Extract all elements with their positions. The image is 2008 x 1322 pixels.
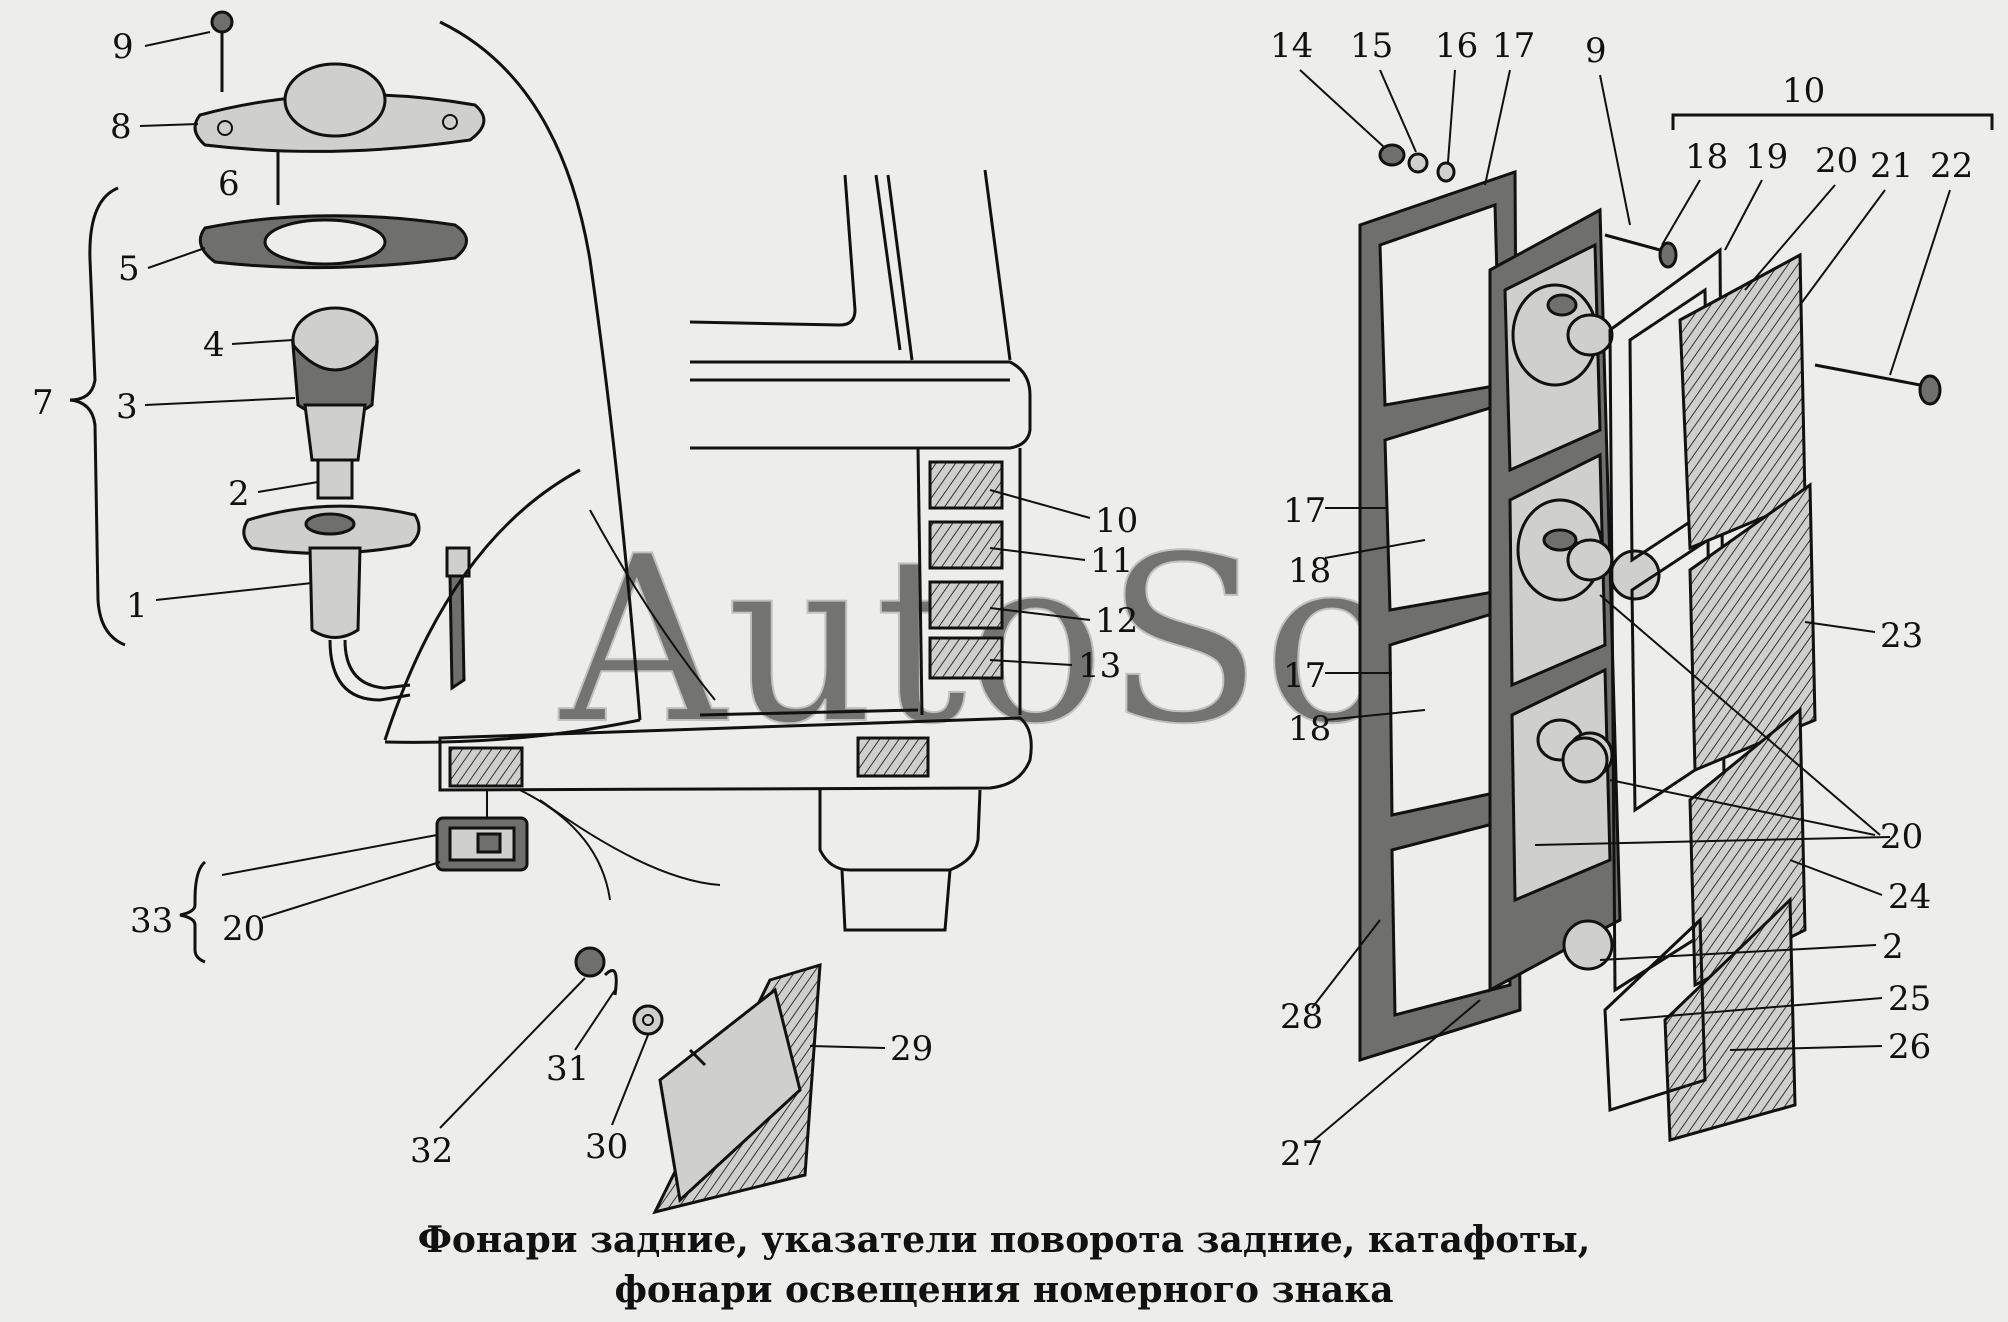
callout-16: 16 [1435,26,1478,66]
callout-14: 14 [1270,26,1313,66]
callout-20-left: 20 [222,909,265,949]
callout-6: 6 [218,164,240,204]
callout-4: 4 [203,325,225,365]
callout-17-mid: 17 [1283,491,1326,531]
callout-15: 15 [1350,26,1393,66]
callout-5: 5 [118,249,140,289]
callout-25: 25 [1888,979,1931,1019]
rear-side-lamp-detail [179,790,529,964]
callout-9-left: 9 [112,27,134,67]
callout-1: 1 [126,586,148,626]
callout-10-right: 10 [1782,71,1825,111]
callout-29: 29 [890,1029,933,1069]
caption-line-2: фонари освещения номерного знака [614,1269,1393,1311]
callout-31: 31 [546,1049,589,1089]
callout-20-top: 20 [1815,141,1858,181]
callout-22: 22 [1930,146,1973,186]
callout-26: 26 [1888,1027,1931,1067]
callout-18-low: 18 [1288,709,1331,749]
caption-line-1: Фонари задние, указатели поворота задние… [418,1219,1590,1261]
reflector-29-assembly [574,946,822,1215]
callout-33: 33 [130,901,173,941]
callout-13: 13 [1078,646,1121,686]
callout-17-top: 17 [1492,26,1535,66]
callout-21: 21 [1870,146,1913,186]
callout-30: 30 [585,1127,628,1167]
callout-18-mid: 18 [1288,551,1331,591]
callout-20-right: 20 [1880,817,1923,857]
callout-32: 32 [410,1131,453,1171]
callout-19: 19 [1745,137,1788,177]
callout-9-right: 9 [1585,31,1607,71]
callouts-right: 14 15 16 17 9 10 18 19 20 21 22 17 18 23… [1270,26,1973,1174]
callout-27: 27 [1280,1134,1323,1174]
callout-11: 11 [1090,541,1133,581]
callout-23: 23 [1880,616,1923,656]
callout-18-top: 18 [1685,137,1728,177]
callout-10-center: 10 [1095,501,1138,541]
callout-2-left: 2 [228,474,250,514]
callout-2-right: 2 [1882,927,1904,967]
callouts-center: 10 11 12 13 29 31 32 30 [410,489,1138,1171]
callouts-left: 9 8 6 5 4 3 7 2 1 33 20 [32,27,441,949]
vehicle-rear-corner [383,20,1033,932]
callout-3: 3 [116,387,138,427]
license-plate-lamp-assembly [69,10,486,702]
callout-8: 8 [110,107,132,147]
callout-12: 12 [1095,601,1138,641]
callout-7: 7 [32,383,54,423]
rear-lamp-exploded-view [1358,113,1994,1142]
callout-17-low: 17 [1283,656,1326,696]
callout-24: 24 [1888,877,1931,917]
